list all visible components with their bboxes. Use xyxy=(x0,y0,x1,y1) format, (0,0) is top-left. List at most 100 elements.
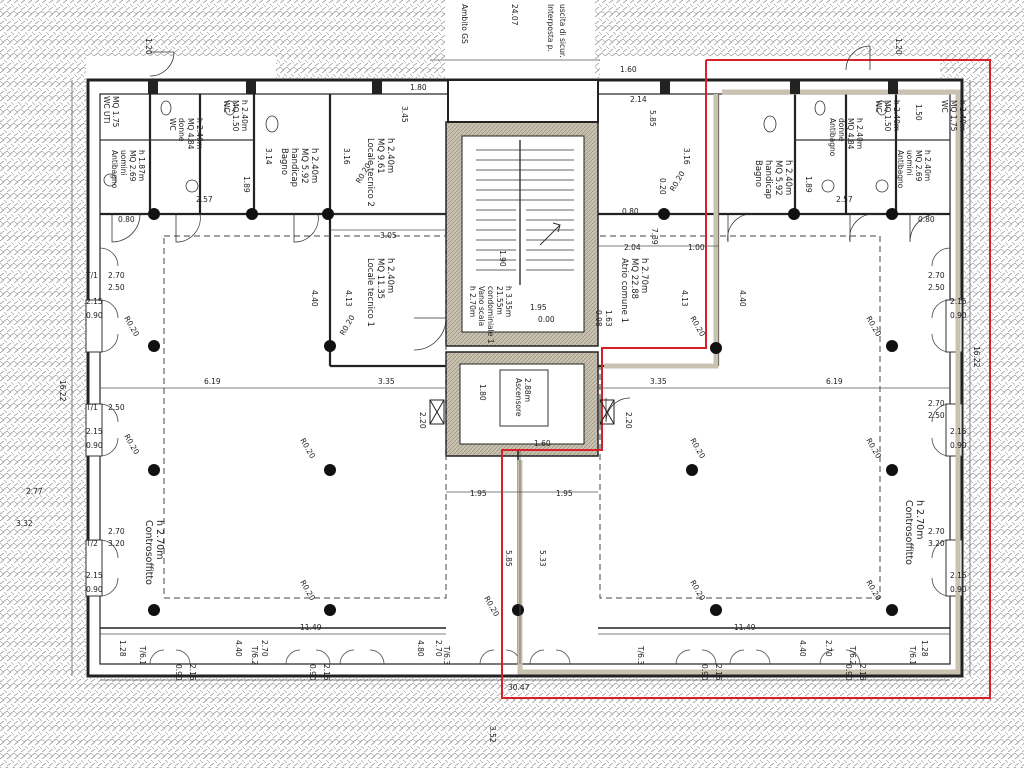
room-text: handicap xyxy=(289,148,299,187)
dim-label: 3.45 xyxy=(400,106,409,123)
structural-columns xyxy=(148,208,898,616)
room-label-vano-scala: h 2.70m Vano scala condominiale 1 21.55m… xyxy=(468,286,513,344)
window-label: 2.15 xyxy=(950,427,967,436)
room-text: MQ 4.84 xyxy=(186,118,195,150)
room-text: h 2.40m xyxy=(309,148,319,183)
dim-label: 3.52 xyxy=(488,726,497,743)
dim-label: 4.13 xyxy=(344,290,353,307)
dim-label: 0.80 xyxy=(918,215,935,224)
window-label: 2.15 xyxy=(950,297,967,306)
room-text: h 2.40m xyxy=(783,160,793,195)
window-label: T/2 xyxy=(85,539,98,548)
dim-label: 30.47 xyxy=(508,683,530,692)
room-label-wc-right-b: WC MQ 1.75 h 2.40m xyxy=(940,100,967,132)
dim-label: 3.05 xyxy=(380,231,397,240)
note-uscita: uscita di sicur. xyxy=(558,4,567,58)
dim-label: 3.14 xyxy=(264,148,273,165)
room-text: uomini xyxy=(905,150,914,176)
room-text: h 2.40m xyxy=(195,118,204,149)
window-label: 2.70 xyxy=(928,271,945,280)
window-label: 2.70 xyxy=(108,271,125,280)
room-label-locale-tecnico-2: Locale tecnico 2 MQ 9.61 h 2.40m xyxy=(365,138,395,207)
dim-label: 5.33 xyxy=(538,550,547,567)
room-label-locale-tecnico-1: Locale tecnico 1 MQ 11.35 h 2.40m xyxy=(365,258,395,327)
window-label: 2.50 xyxy=(108,283,125,292)
dim-label: 1.80 xyxy=(478,384,487,401)
room-label-controsoffitto-right: Controsoffitto h 2.70m xyxy=(903,500,925,565)
dim-label: 1.89 xyxy=(242,176,251,193)
room-text: WC xyxy=(940,100,949,113)
room-text: MQ 5.92 xyxy=(773,160,783,196)
room-text: Locale tecnico 2 xyxy=(365,138,375,207)
dim-label: 4.40 xyxy=(738,290,747,307)
dim-label: 3.32 xyxy=(16,519,33,528)
dim-label: 2.57 xyxy=(836,195,853,204)
window-labels-bottom: T/6.1 T/6.2 T/6.3 T/6.3 T/6.2 T/6.1 0.90… xyxy=(138,645,917,681)
dim-label: 11.49 xyxy=(300,623,322,632)
window-label: 2.70 xyxy=(928,399,945,408)
dim-label: 1.60 xyxy=(620,65,637,74)
top-notes: Ambito GS Interposta p. uscita di sicur.… xyxy=(460,4,567,58)
room-text: MQ 2.69 xyxy=(128,150,137,182)
top-column-stubs xyxy=(148,80,898,94)
room-text: WC xyxy=(874,100,883,113)
dim-label: 0.98 xyxy=(594,310,603,327)
room-text: WC xyxy=(168,118,177,131)
window-label: 2.50 xyxy=(928,411,945,420)
note-dim-top: 24.07 xyxy=(510,4,519,26)
dim-label: 0.80 xyxy=(622,207,639,216)
window-label: T/1 xyxy=(85,403,98,412)
room-text: Locale tecnico 1 xyxy=(365,258,375,327)
room-label-wc-left: WC MQ 1.50 h 2.40m xyxy=(222,100,249,132)
dim-label: 4.13 xyxy=(680,290,689,307)
door-swings xyxy=(111,45,939,423)
window-label: 2.50 xyxy=(108,403,125,412)
dim-label: 2.20 xyxy=(418,412,427,429)
dim-label: 0.00 xyxy=(538,315,555,324)
dim-label: 16.22 xyxy=(58,380,67,402)
dim-label: 1.89 xyxy=(804,176,813,193)
dim-label: 2.57 xyxy=(196,195,213,204)
dim-label: 3.35 xyxy=(378,377,395,386)
dim-label: 1.95 xyxy=(470,489,487,498)
window-label: 2.70 xyxy=(928,527,945,536)
room-text: 21.55m xyxy=(495,286,504,315)
false-ceiling-outline xyxy=(163,235,881,599)
window-label: 2.15 xyxy=(714,664,723,681)
room-text: Antibagno xyxy=(828,118,837,157)
room-text: h 2.40m xyxy=(923,150,932,181)
dim-label: 4.40 xyxy=(234,640,243,657)
room-text: Ascensore xyxy=(514,378,523,417)
window-labels-right: 2.70 2.50 2.15 0.90 2.70 2.50 2.15 0.90 … xyxy=(928,271,967,594)
room-text: h 2.70m xyxy=(154,520,165,559)
dim-label: 4.40 xyxy=(798,640,807,657)
room-text: MQ 1.75 xyxy=(949,100,958,132)
room-text: Controsoffitto xyxy=(143,520,154,585)
room-text: h 2.40m xyxy=(958,100,967,131)
dim-label: 1.63 xyxy=(604,310,613,327)
room-label-anti-right-b: Antibagno uomini MQ 2.69 h 2.40m xyxy=(896,150,932,189)
window-label: 0.90 xyxy=(950,441,967,450)
room-label-controsoffitto-left: Controsoffitto h 2.70m xyxy=(143,520,165,585)
dim-label: 1.50 xyxy=(914,104,923,121)
note-ambito: Ambito GS xyxy=(460,4,469,44)
room-label-wc-donne-left: WC donne MQ 4.84 h 2.40m xyxy=(168,118,204,150)
window-label: 3.20 xyxy=(108,539,125,548)
dim-label: 11.49 xyxy=(734,623,756,632)
dim-label: 1.28 xyxy=(920,640,929,657)
window-label: 0.90 xyxy=(86,585,103,594)
room-text: Bagno xyxy=(753,160,763,187)
dim-label: 5.85 xyxy=(504,550,513,567)
dim-label: 0.20 xyxy=(658,178,667,195)
highlighted-unit-outline xyxy=(501,59,991,699)
room-text: h 2.70m xyxy=(639,258,649,293)
room-text: h 2.40m xyxy=(855,118,864,149)
room-text: MQ 1.50 xyxy=(231,100,240,132)
dim-label: 2.04 xyxy=(624,243,641,252)
room-text: uomini xyxy=(119,150,128,176)
dim-label: 1.80 xyxy=(410,83,427,92)
window-label: 0.90 xyxy=(950,585,967,594)
room-text: Bagno xyxy=(279,148,289,175)
room-text: donne xyxy=(177,118,186,142)
